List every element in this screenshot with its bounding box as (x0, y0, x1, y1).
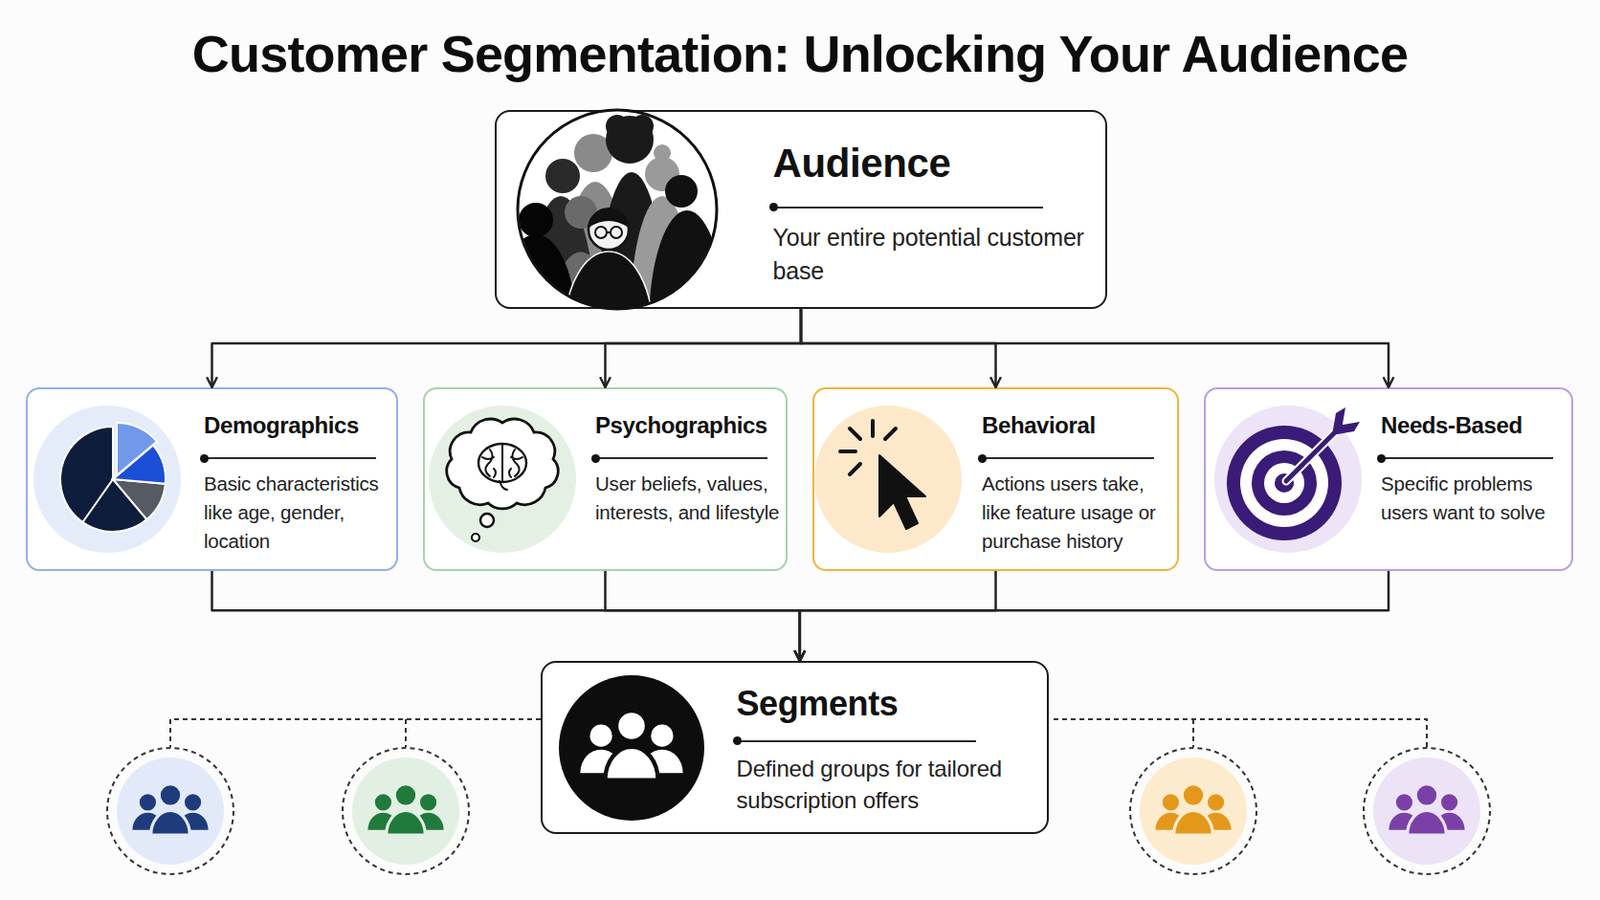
node-heading: Demographics (203, 411, 394, 440)
node-heading: Needs-Based (1380, 411, 1569, 440)
node-heading: Audience (773, 139, 1089, 188)
text-column: BehavioralActions users take, like featu… (981, 411, 1174, 556)
diagram-title: Customer Segmentation: Unlocking Your Au… (0, 22, 1600, 85)
dashed-ring (1363, 748, 1490, 875)
heading-divider (736, 740, 977, 743)
segment-fill (352, 757, 460, 866)
heading-divider (773, 206, 1044, 209)
node-description: Specific problems users want to solve (1380, 469, 1569, 528)
node-description: Actions users take, like feature usage o… (981, 469, 1174, 556)
segment-circle (1363, 748, 1490, 875)
node-heading: Segments (736, 683, 1034, 725)
node-description: Basic characteristics like age, gender, … (203, 469, 394, 556)
segmentation-type-box: DemographicsBasic characteristics like a… (25, 387, 399, 572)
segmentation-type-box: BehavioralActions users take, like featu… (812, 387, 1179, 572)
flow-connector (800, 309, 997, 388)
people-symbol (132, 784, 208, 837)
people-symbol (1388, 784, 1465, 837)
node-heading: Behavioral (981, 411, 1174, 440)
dashed-ring (107, 748, 234, 875)
flow-connector (605, 309, 802, 388)
heading-divider (203, 457, 377, 460)
audience-box: AudienceYour entire potential customer b… (494, 110, 1108, 310)
people-symbol (1155, 784, 1231, 837)
segmentation-type-box: PsychographicsUser beliefs, values, inte… (422, 387, 788, 572)
segment-fill (116, 757, 224, 866)
flow-connector (212, 309, 802, 388)
segment-circle (107, 748, 234, 875)
people-symbol (367, 784, 444, 837)
heading-divider (1380, 457, 1554, 460)
flow-connector (605, 571, 800, 662)
heading-divider (595, 457, 768, 460)
segment-circle (342, 748, 469, 875)
flow-connector (800, 571, 1389, 662)
heading-divider (981, 457, 1155, 460)
dashed-ring (342, 748, 469, 875)
node-description: User beliefs, values, interests, and lif… (595, 469, 783, 528)
text-column: Needs-BasedSpecific problems users want … (1380, 411, 1569, 528)
text-column: SegmentsDefined groups for tailored subs… (736, 683, 1034, 817)
segments-box: SegmentsDefined groups for tailored subs… (540, 661, 1049, 835)
segment-fill (1373, 757, 1481, 866)
segment-circle (1130, 748, 1257, 875)
node-description: Defined groups for tailored subscription… (736, 753, 1034, 817)
flow-connector (800, 309, 1389, 388)
segment-fill (1139, 757, 1247, 866)
segmentation-type-box: Needs-BasedSpecific problems users want … (1203, 387, 1574, 572)
text-column: AudienceYour entire potential customer b… (773, 139, 1089, 289)
text-column: DemographicsBasic characteristics like a… (203, 411, 394, 556)
dashed-ring (1130, 748, 1257, 875)
text-column: PsychographicsUser beliefs, values, inte… (595, 411, 783, 528)
flow-connector (212, 571, 800, 662)
node-description: Your entire potential customer base (773, 221, 1089, 289)
node-heading: Psychographics (595, 411, 783, 440)
flow-connector (800, 571, 997, 662)
